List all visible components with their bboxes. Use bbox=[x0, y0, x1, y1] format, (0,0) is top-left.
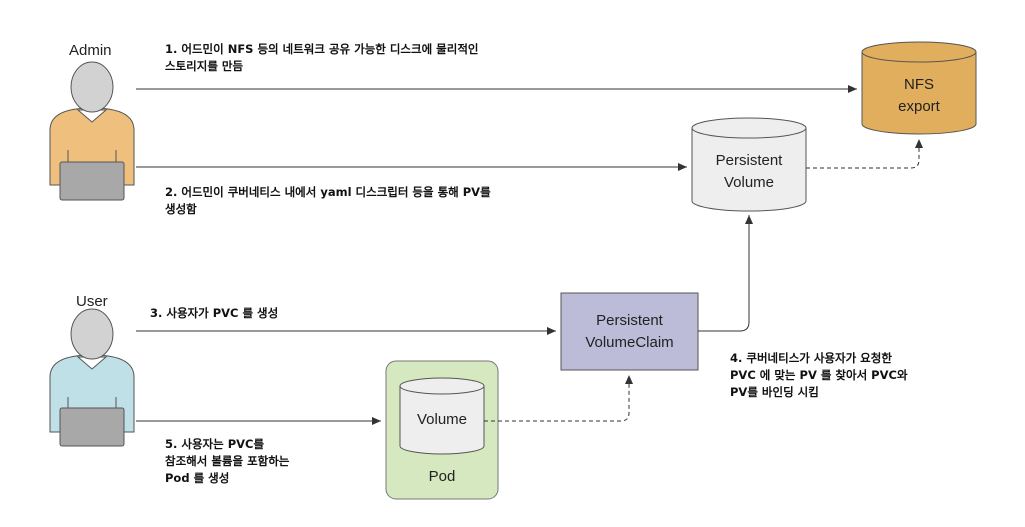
pod-label: Pod bbox=[428, 468, 456, 485]
admin-label: Admin bbox=[69, 42, 112, 59]
pod-volume-label: Volume bbox=[416, 411, 468, 428]
step1-label: 1. 어드민이 NFS 등의 네트워크 공유 가능한 디스크에 물리적인 스토리… bbox=[165, 41, 479, 75]
step5-line2: 참조해서 볼륨을 포함하는 bbox=[165, 454, 290, 468]
step2-label: 2. 어드민이 쿠버네티스 내에서 yaml 디스크립터 등을 통해 PV를 생… bbox=[165, 184, 491, 218]
user-label: User bbox=[76, 293, 108, 310]
user-figure-icon bbox=[49, 308, 135, 447]
nfs-label: NFS export bbox=[862, 74, 976, 118]
step4-label: 4. 쿠버네티스가 사용자가 요청한 PVC 에 맞는 PV 를 찾아서 PVC… bbox=[730, 350, 908, 401]
nfs-export-node bbox=[861, 41, 977, 135]
pod-volume-node bbox=[399, 377, 485, 455]
pv-label: Persistent Volume bbox=[692, 150, 806, 194]
step2-line2: 생성함 bbox=[165, 202, 197, 216]
step5-line1: 5. 사용자는 PVC를 bbox=[165, 437, 265, 451]
arrow-pv-to-nfs bbox=[806, 139, 923, 169]
step4-line1: 4. 쿠버네티스가 사용자가 요청한 bbox=[730, 351, 892, 365]
nfs-label-line1: NFS bbox=[904, 76, 934, 93]
persistent-volume-node bbox=[691, 117, 807, 212]
step5-label: 5. 사용자는 PVC를 참조해서 볼륨을 포함하는 Pod 를 생성 bbox=[165, 436, 289, 487]
step2-line1: 2. 어드민이 쿠버네티스 내에서 yaml 디스크립터 등을 통해 PV를 bbox=[165, 185, 491, 199]
step4-line2: PVC 에 맞는 PV 를 찾아서 PVC와 bbox=[730, 368, 908, 382]
step3-line1: 3. 사용자가 PVC 를 생성 bbox=[150, 306, 279, 320]
admin-figure-icon bbox=[49, 61, 135, 201]
pvc-label-line1: Persistent bbox=[596, 312, 663, 329]
persistent-volume-claim-node bbox=[560, 292, 699, 371]
pv-label-line1: Persistent bbox=[715, 152, 783, 169]
pv-label-line2: Volume bbox=[723, 174, 775, 191]
step5-line3: Pod 를 생성 bbox=[165, 471, 230, 485]
arrow-volume-to-pvc bbox=[484, 375, 633, 422]
arrow-pvc-to-pv bbox=[698, 215, 753, 332]
step4-line3: PV를 바인딩 시킴 bbox=[730, 385, 819, 399]
step1-line1: 1. 어드민이 NFS 등의 네트워크 공유 가능한 디스크에 물리적인 bbox=[165, 42, 479, 56]
step1-line2: 스토리지를 만듬 bbox=[165, 59, 244, 73]
nfs-label-line2: export bbox=[898, 98, 940, 115]
pvc-label-line2: VolumeClaim bbox=[585, 334, 674, 351]
pvc-label: Persistent VolumeClaim bbox=[561, 310, 698, 354]
step3-label: 3. 사용자가 PVC 를 생성 bbox=[150, 305, 278, 322]
